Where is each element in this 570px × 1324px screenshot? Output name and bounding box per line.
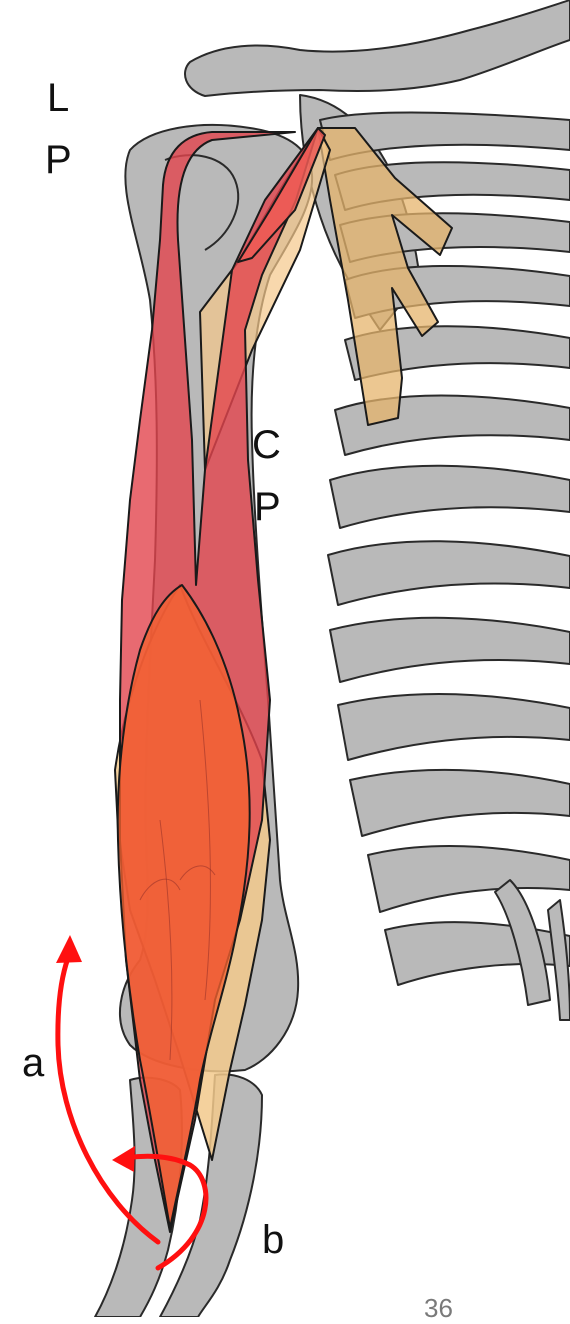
arrow-heads <box>56 935 135 1172</box>
label-cp-line1: C <box>252 425 281 465</box>
label-cp-line2: P <box>254 487 281 527</box>
arrow-b-head <box>112 1146 135 1172</box>
label-arrow-b: b <box>262 1220 284 1260</box>
rib <box>328 541 570 605</box>
label-lp-line1: L <box>47 78 69 118</box>
rib <box>338 694 570 760</box>
rib <box>368 846 570 912</box>
arrow-a-head <box>56 935 82 963</box>
label-lp-line2: P <box>45 140 72 180</box>
label-arrow-a: a <box>22 1043 44 1083</box>
rib <box>330 466 570 528</box>
rib <box>330 618 570 682</box>
rib <box>350 770 570 836</box>
clavicle <box>185 0 570 96</box>
page-number: 36 <box>424 1293 453 1324</box>
